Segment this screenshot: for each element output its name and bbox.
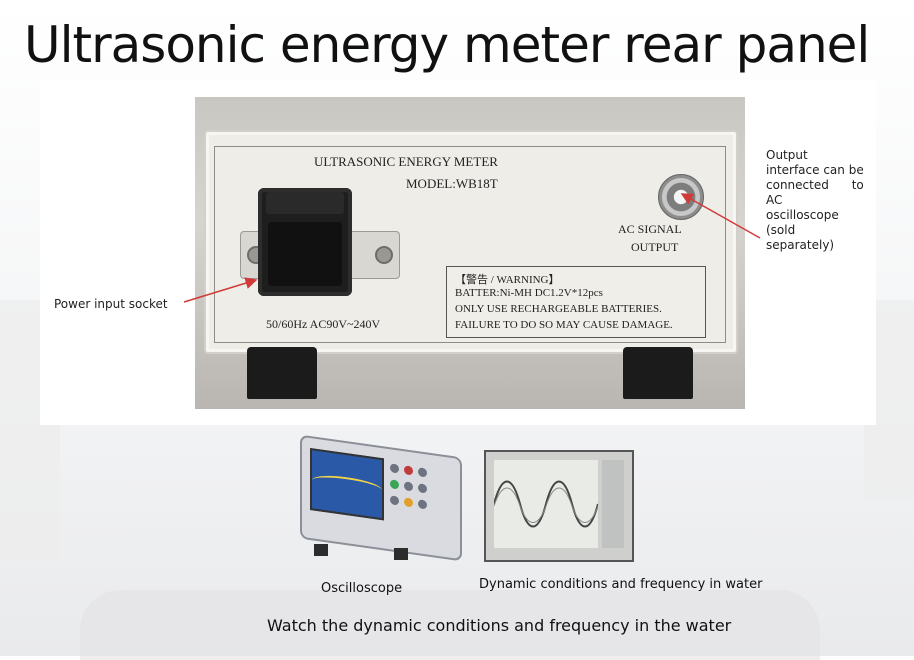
panel-border (214, 146, 726, 343)
rear-panel-photo: ULTRASONIC ENERGY METER MODEL:WB18T 50/6… (195, 97, 745, 409)
rubber-foot-left (247, 347, 317, 399)
oscilloscope-leg (394, 548, 408, 560)
oscilloscope-knob (390, 479, 399, 490)
dynamic-caption: Dynamic conditions and frequency in wate… (479, 577, 763, 592)
bottom-caption: Watch the dynamic conditions and frequen… (267, 616, 732, 635)
oscilloscope-knob (390, 495, 399, 506)
oscilloscope-leg (314, 544, 328, 556)
oscilloscope-body (300, 434, 462, 562)
output-callout-line: interface can be (766, 163, 864, 177)
waveform-trace (493, 480, 599, 528)
warning-line: BATTER:Ni-MH DC1.2V*12pcs (455, 287, 603, 299)
voltage-label: 50/60Hz AC90V~240V (266, 317, 381, 331)
oscilloscope-knob (390, 463, 399, 474)
power-callout: Power input socket (54, 297, 168, 311)
output-callout-line: oscilloscope (766, 208, 839, 222)
oscilloscope-knob (418, 499, 427, 510)
output-callout-line: (sold (766, 223, 796, 237)
oscilloscope-caption: Oscilloscope (321, 581, 403, 596)
panel-model-label: MODEL:WB18T (406, 176, 498, 191)
oscilloscope-knob (404, 481, 413, 492)
waveform-photo (484, 450, 634, 562)
slide-title: Ultrasonic energy meter rear panel (24, 16, 870, 74)
oscilloscope-screen (310, 448, 384, 521)
oscilloscope-knob (418, 483, 427, 494)
background-car-silhouette (80, 590, 820, 660)
power-input-socket (258, 188, 352, 296)
oscilloscope-knob (404, 465, 413, 476)
socket-lid (266, 192, 344, 214)
rubber-foot-right (623, 347, 693, 399)
bnc-output-connector (658, 174, 704, 220)
waveform-screen (493, 460, 599, 548)
meter-case: ULTRASONIC ENERGY METER MODEL:WB18T 50/6… (204, 130, 738, 354)
screw-right (375, 246, 393, 264)
warning-box: 【警告 / WARNING】 BATTER:Ni-MH DC1.2V*12pcs… (446, 266, 706, 338)
panel-name-label: ULTRASONIC ENERGY METER (314, 154, 498, 169)
output-callout: Output interface can be connected to AC … (766, 148, 868, 253)
socket-window (268, 222, 342, 286)
output-callout-line: separately) (766, 238, 835, 252)
output-callout-line: AC (766, 193, 783, 207)
oscilloscope-knob (404, 497, 413, 508)
oscilloscope-trace (312, 472, 382, 499)
ac-signal-label: AC SIGNAL (618, 222, 682, 236)
oscilloscope-knob (418, 467, 427, 478)
waveform-side-panel (602, 460, 624, 548)
output-callout-line: connected to (766, 178, 864, 192)
output-callout-line: Output (766, 148, 808, 162)
output-label: OUTPUT (631, 240, 679, 254)
oscilloscope-photo (296, 434, 466, 562)
warning-line: FAILURE TO DO SO MAY CAUSE DAMAGE. (455, 319, 673, 331)
warning-header: 【警告 / WARNING】 (455, 274, 560, 286)
warning-line: ONLY USE RECHARGEABLE BATTERIES. (455, 303, 662, 315)
